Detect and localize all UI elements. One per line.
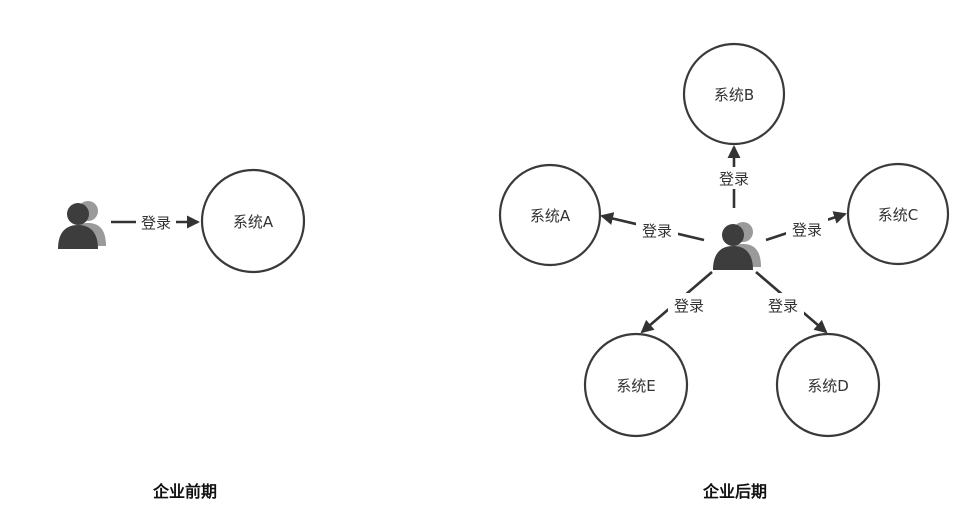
right-system-d-label: 系统D [807, 377, 849, 395]
right-login-edge-d: 登录 [755, 271, 828, 334]
right-system-d-node: 系统D [775, 332, 881, 438]
right-login-label-a: 登录 [642, 222, 672, 240]
left-system-a-label: 系统A [233, 213, 274, 231]
right-system-b-node: 系统B [682, 42, 786, 146]
left-caption: 企业前期 [152, 482, 217, 501]
users-icon [58, 201, 106, 249]
left-system-a-node: 系统A [200, 168, 306, 274]
right-login-edge-b: 登录 [714, 145, 754, 208]
right-login-edge-e: 登录 [640, 271, 713, 334]
right-login-label-b: 登录 [719, 170, 749, 188]
right-system-c-node: 系统C [846, 162, 950, 266]
right-login-label-c: 登录 [792, 221, 822, 239]
right-login-edge-c: 登录 [765, 211, 847, 242]
right-system-a-node: 系统A [498, 163, 602, 267]
right-login-edge-a: 登录 [600, 212, 705, 242]
right-system-b-label: 系统B [714, 86, 754, 104]
right-caption: 企业后期 [702, 482, 767, 501]
right-login-label-d: 登录 [768, 297, 798, 315]
left-login-label: 登录 [141, 214, 171, 232]
left-login-edge: 登录 [111, 211, 200, 233]
right-panel: 登录 登录 登录 登录 登录 [498, 42, 950, 501]
right-login-label-e: 登录 [674, 297, 704, 315]
right-system-e-label: 系统E [616, 377, 655, 395]
right-system-c-label: 系统C [878, 206, 918, 224]
users-icon [713, 222, 761, 270]
left-panel: 登录 系统A 企业前期 [58, 168, 306, 501]
right-system-e-node: 系统E [583, 332, 689, 438]
right-system-a-label: 系统A [530, 207, 571, 225]
